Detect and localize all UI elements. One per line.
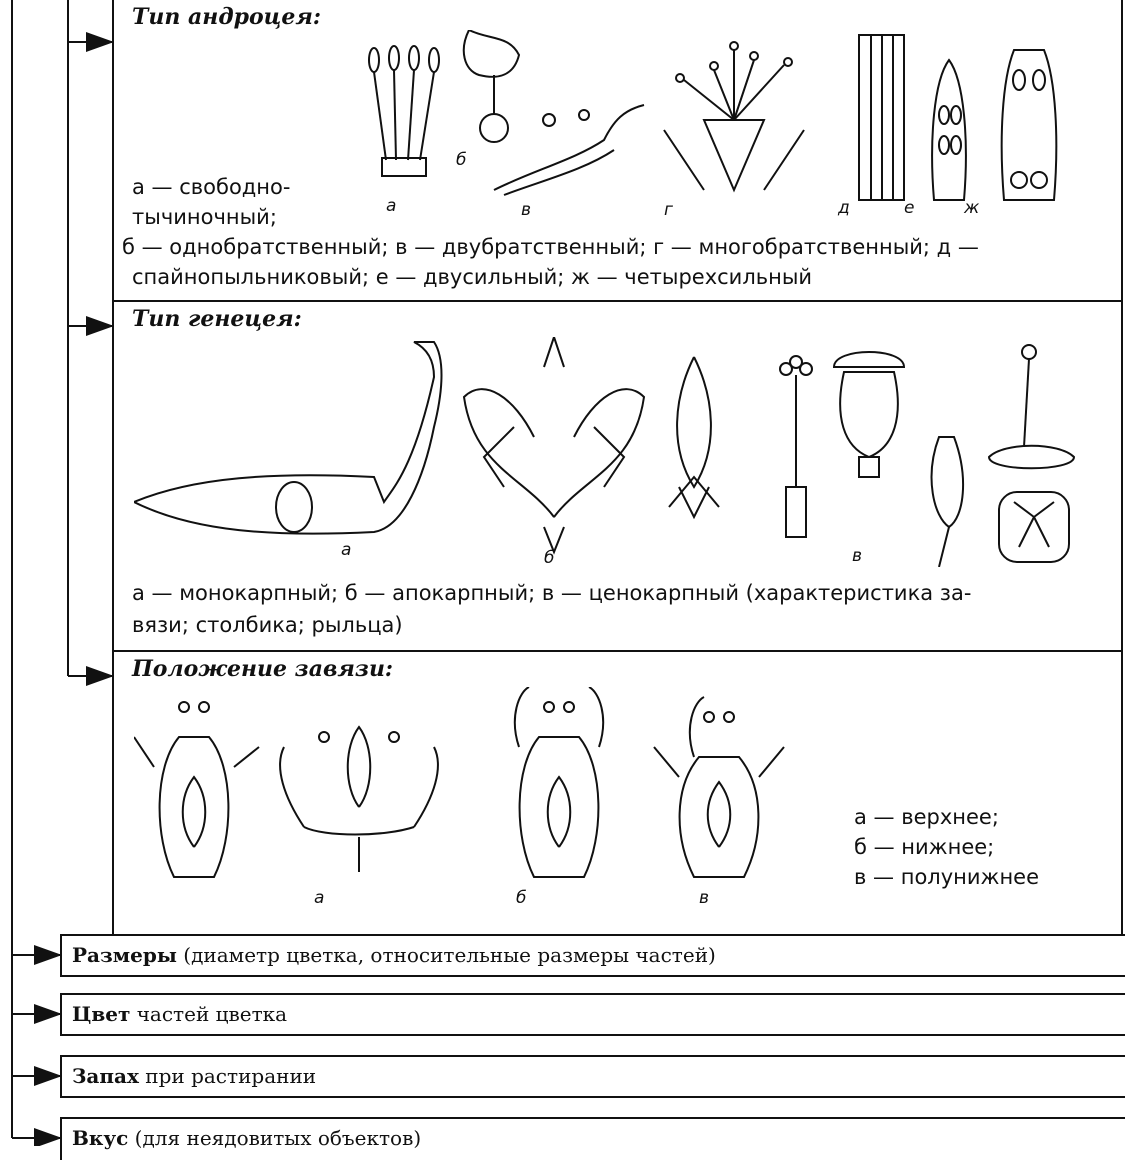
- gynoecium-apocarpous-illustration: [464, 337, 644, 552]
- taste-bar-text: (для неядовитых объектов): [128, 1126, 421, 1150]
- androecium-legend-line1: а — свободно-: [132, 172, 290, 202]
- taste-bar-title: Вкус: [72, 1126, 128, 1150]
- stamens-didynamous-illustration: [932, 60, 966, 200]
- color-bar: Цвет частей цветка: [60, 993, 1125, 1036]
- gynoecium-legend-line1: а — монокарпный; б — апокарпный; в — цен…: [132, 578, 971, 608]
- smell-bar: Запах при растирании: [60, 1055, 1125, 1098]
- androecium-label-zh: ж: [964, 198, 979, 218]
- gynoecium-monocarpous-illustration: [134, 342, 442, 534]
- ovary-inferior-illustration: [515, 687, 603, 877]
- taste-bar: Вкус (для неядовитых объектов): [60, 1117, 1125, 1160]
- smell-bar-text: при растирании: [139, 1064, 316, 1088]
- androecium-label-d: д: [838, 198, 850, 218]
- stamens-diadelphous-illustration: [494, 105, 644, 195]
- gynoecium-label-a: а: [341, 540, 351, 560]
- ovary-label-b: б: [516, 888, 526, 908]
- stamens-syngenesious-illustration: [859, 35, 904, 200]
- gynoecium-label-b: б: [544, 548, 554, 568]
- stamens-monadelphous-illustration: [464, 30, 519, 142]
- androecium-label-g: г: [664, 200, 673, 220]
- androecium-legend-line2: тычиночный;: [132, 202, 277, 232]
- gynoecium-legend-line2: вязи; столбика; рыльца): [132, 610, 403, 640]
- stamens-polyadelphous-illustration: [664, 42, 804, 190]
- gynoecium-coenocarpous-illustration: [780, 345, 1074, 567]
- androecium-label-b: б: [456, 150, 466, 170]
- size-bar: Размеры (диаметр цветка, относительные р…: [60, 934, 1125, 977]
- androecium-label-e: е: [904, 198, 914, 218]
- color-bar-title: Цвет: [72, 1002, 130, 1026]
- smell-bar-title: Запах: [72, 1064, 139, 1088]
- ovary-superior-illustration: [134, 702, 259, 877]
- androecium-box: Тип андроцея:: [112, 0, 1123, 302]
- gynoecium-box: Тип генецея:: [112, 300, 1123, 652]
- size-bar-title: Размеры: [72, 943, 177, 967]
- ovary-position-box: Положение завязи:: [112, 650, 1123, 936]
- androecium-title: Тип андроцея:: [132, 4, 321, 30]
- ovary-illustrations: [134, 687, 834, 897]
- gynoecium-illustrations: [134, 337, 1114, 567]
- gynoecium-apocarpous-detail-illustration: [669, 357, 719, 517]
- ovary-label-v: в: [699, 888, 709, 908]
- gynoecium-title: Тип генецея:: [132, 306, 302, 332]
- color-bar-text: частей цветка: [130, 1002, 287, 1026]
- ovary-legend-line2: б — нижнее;: [854, 832, 994, 862]
- ovary-superior-open-illustration: [280, 727, 438, 872]
- androecium-legend-line4: спайнопыльниковый; е — двусильный; ж — ч…: [132, 262, 812, 292]
- androecium-legend-line3: б — однобратственный; в — двубратственны…: [122, 232, 979, 262]
- androecium-illustrations: [364, 30, 1064, 220]
- size-bar-text: (диаметр цветка, относительные размеры ч…: [177, 943, 716, 967]
- stamens-free-illustration: [369, 46, 439, 176]
- ovary-legend-line3: в — полунижнее: [854, 862, 1039, 892]
- ovary-semi-inferior-illustration: [654, 697, 784, 877]
- stamens-tetradynamous-illustration: [1002, 50, 1057, 200]
- androecium-label-v: в: [521, 200, 531, 220]
- androecium-label-a: а: [386, 196, 396, 216]
- ovary-label-a: а: [314, 888, 324, 908]
- gynoecium-label-v: в: [852, 546, 862, 566]
- ovary-title: Положение завязи:: [132, 656, 393, 682]
- ovary-legend-line1: а — верхнее;: [854, 802, 999, 832]
